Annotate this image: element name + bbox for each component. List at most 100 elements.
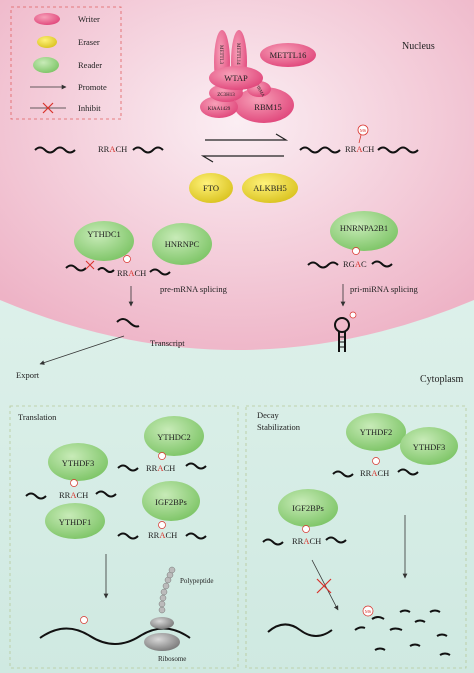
writer-complex: METTL3 METTL14 METTL16 RBM15 VIRMA KIAA1… [200, 30, 316, 123]
mettl14-label: METTL14 [235, 43, 240, 65]
alkbh5-label: ALKBH5 [253, 183, 287, 193]
rrach-motif-left: RRACH [98, 144, 127, 154]
demethylation-arrow [200, 155, 284, 163]
pri-mirna-strand-b [371, 260, 393, 268]
m6a-marker-icon [372, 457, 380, 465]
igf2bps-decay-rna-a [262, 538, 284, 546]
igf2bps-decay-rna-b [325, 536, 347, 544]
m6a-marker-icon [349, 311, 357, 319]
ythdf3-shape-decay [400, 427, 458, 465]
rna-strand-right-a [299, 146, 341, 154]
rrach-motif-right: RRACH [345, 144, 374, 154]
ythdf2-rna-a [332, 470, 354, 478]
ribosome-small-subunit [150, 617, 174, 629]
zc3h13-label: ZC3H13 [217, 93, 235, 98]
rna-strand-left-b [132, 146, 164, 154]
mettl16-label: METTL16 [270, 50, 307, 60]
m6a-tag-label: M6 [360, 128, 367, 133]
ythdc2-label: YTHDC2 [157, 432, 191, 442]
rrach-motif-ythdf: RRACH [59, 490, 88, 500]
rrach-motif-splice: RRACH [117, 268, 146, 278]
ythdf-rna-a [25, 492, 47, 500]
ythdc2-rna-b [185, 462, 207, 470]
alkbh5-shape [242, 173, 298, 203]
translation-label: Translation [18, 412, 57, 422]
hnrnpa2b1-label: HNRNPA2B1 [340, 223, 388, 233]
pre-mrna-strand-b [97, 267, 115, 273]
ythdf1-shape [45, 503, 105, 539]
transcript-strand [116, 318, 140, 328]
ribosome-label: Ribosome [158, 655, 186, 663]
translation-panel: Translation YTHDF3 YTHDC2 RRACH RRACH YT… [9, 405, 239, 669]
polypeptide-label: Polypeptide [180, 577, 213, 585]
m6a-tag-icon-decay [362, 605, 374, 617]
methylation-arrow [205, 133, 289, 141]
igf2bps-rna-a [117, 532, 139, 540]
cytoplasm-label: Cytoplasm [420, 374, 464, 385]
stabilization-label: Stabilization [257, 422, 301, 432]
igf2bps-shape-translation [142, 481, 200, 521]
m6a-marker-icon [80, 616, 88, 624]
ythdf3-shape [48, 443, 108, 481]
export-arrow [39, 335, 125, 365]
degraded-rna-fragments [354, 609, 451, 656]
wtap-label: WTAP [224, 73, 248, 83]
writer-legend-shape [34, 13, 60, 25]
m6a-marker-icon [158, 521, 166, 529]
mettl3-label: METTL3 [218, 45, 223, 65]
decay-label: Decay [257, 410, 279, 420]
ythdc1-shape [74, 221, 134, 261]
m6a-tag-label-decay: M6 [365, 609, 372, 614]
legend-writer: Writer [78, 14, 100, 24]
eraser-legend-shape [37, 36, 57, 48]
igf2bps-label-translation: IGF2BPs [155, 497, 187, 507]
legend-frame [10, 6, 122, 120]
legend-inhibit: Inhibit [78, 103, 101, 113]
ythdc2-rna-a [117, 464, 139, 472]
pri-mirna-splicing-label: pri-miRNA splicing [350, 284, 419, 294]
hairpin-icon [334, 317, 350, 352]
decay-panel: Decay Stabilization YTHDF2 YTHDF3 RRACH … [245, 405, 467, 669]
m6a-tag-icon [357, 124, 369, 136]
legend-eraser: Eraser [78, 37, 100, 47]
decay-frame [245, 405, 467, 669]
m6a-marker-icon [352, 247, 360, 255]
rrach-motif-igf2bps: RRACH [148, 530, 177, 540]
mettl16-shape [260, 43, 316, 67]
igf2bps-shape-decay [278, 489, 338, 527]
m6a-marker-icon [70, 479, 78, 487]
ythdf3-label: YTHDF3 [62, 458, 95, 468]
rbm15-label: RBM15 [254, 102, 281, 112]
ythdf2-label: YTHDF2 [360, 427, 393, 437]
pre-mrna-splicing-label: pre-mRNA splicing [160, 284, 228, 294]
ythdf1-label: YTHDF1 [59, 517, 92, 527]
pre-mrna-strand-c [149, 268, 171, 276]
inhibit-cross-icon [316, 578, 332, 594]
hnrnpa2b1-shape [330, 211, 398, 251]
splicing-scissors-icon [85, 260, 95, 270]
ribosome-large-subunit [144, 633, 180, 651]
ythdf3-label-decay: YTHDF3 [413, 442, 446, 452]
m6a-marker-icon [158, 452, 166, 460]
m6a-tag-line [358, 134, 362, 144]
nucleus-label: Nucleus [402, 41, 435, 52]
pre-mrna-strand-a [65, 264, 87, 272]
pri-mirna-strand-a [307, 261, 339, 269]
igf2bps-rna-b [185, 532, 207, 540]
rrach-motif-igf2bps-decay: RRACH [292, 536, 321, 546]
translation-frame [9, 405, 239, 669]
m6a-marker-icon [123, 255, 131, 263]
fto-label: FTO [203, 183, 219, 193]
ythdf-rna-b [95, 490, 117, 498]
legend-promote: Promote [78, 82, 107, 92]
legend-reader: Reader [78, 60, 102, 70]
reader-legend-shape [33, 57, 59, 73]
rbm15-shape [234, 87, 294, 123]
rrach-motif-ythdc2: RRACH [146, 463, 175, 473]
transcript-label: Transcript [150, 338, 185, 348]
rrach-motif-ythdf2: RRACH [360, 468, 389, 478]
igf2bps-label-decay: IGF2BPs [292, 503, 324, 513]
export-label: Export [16, 370, 40, 380]
